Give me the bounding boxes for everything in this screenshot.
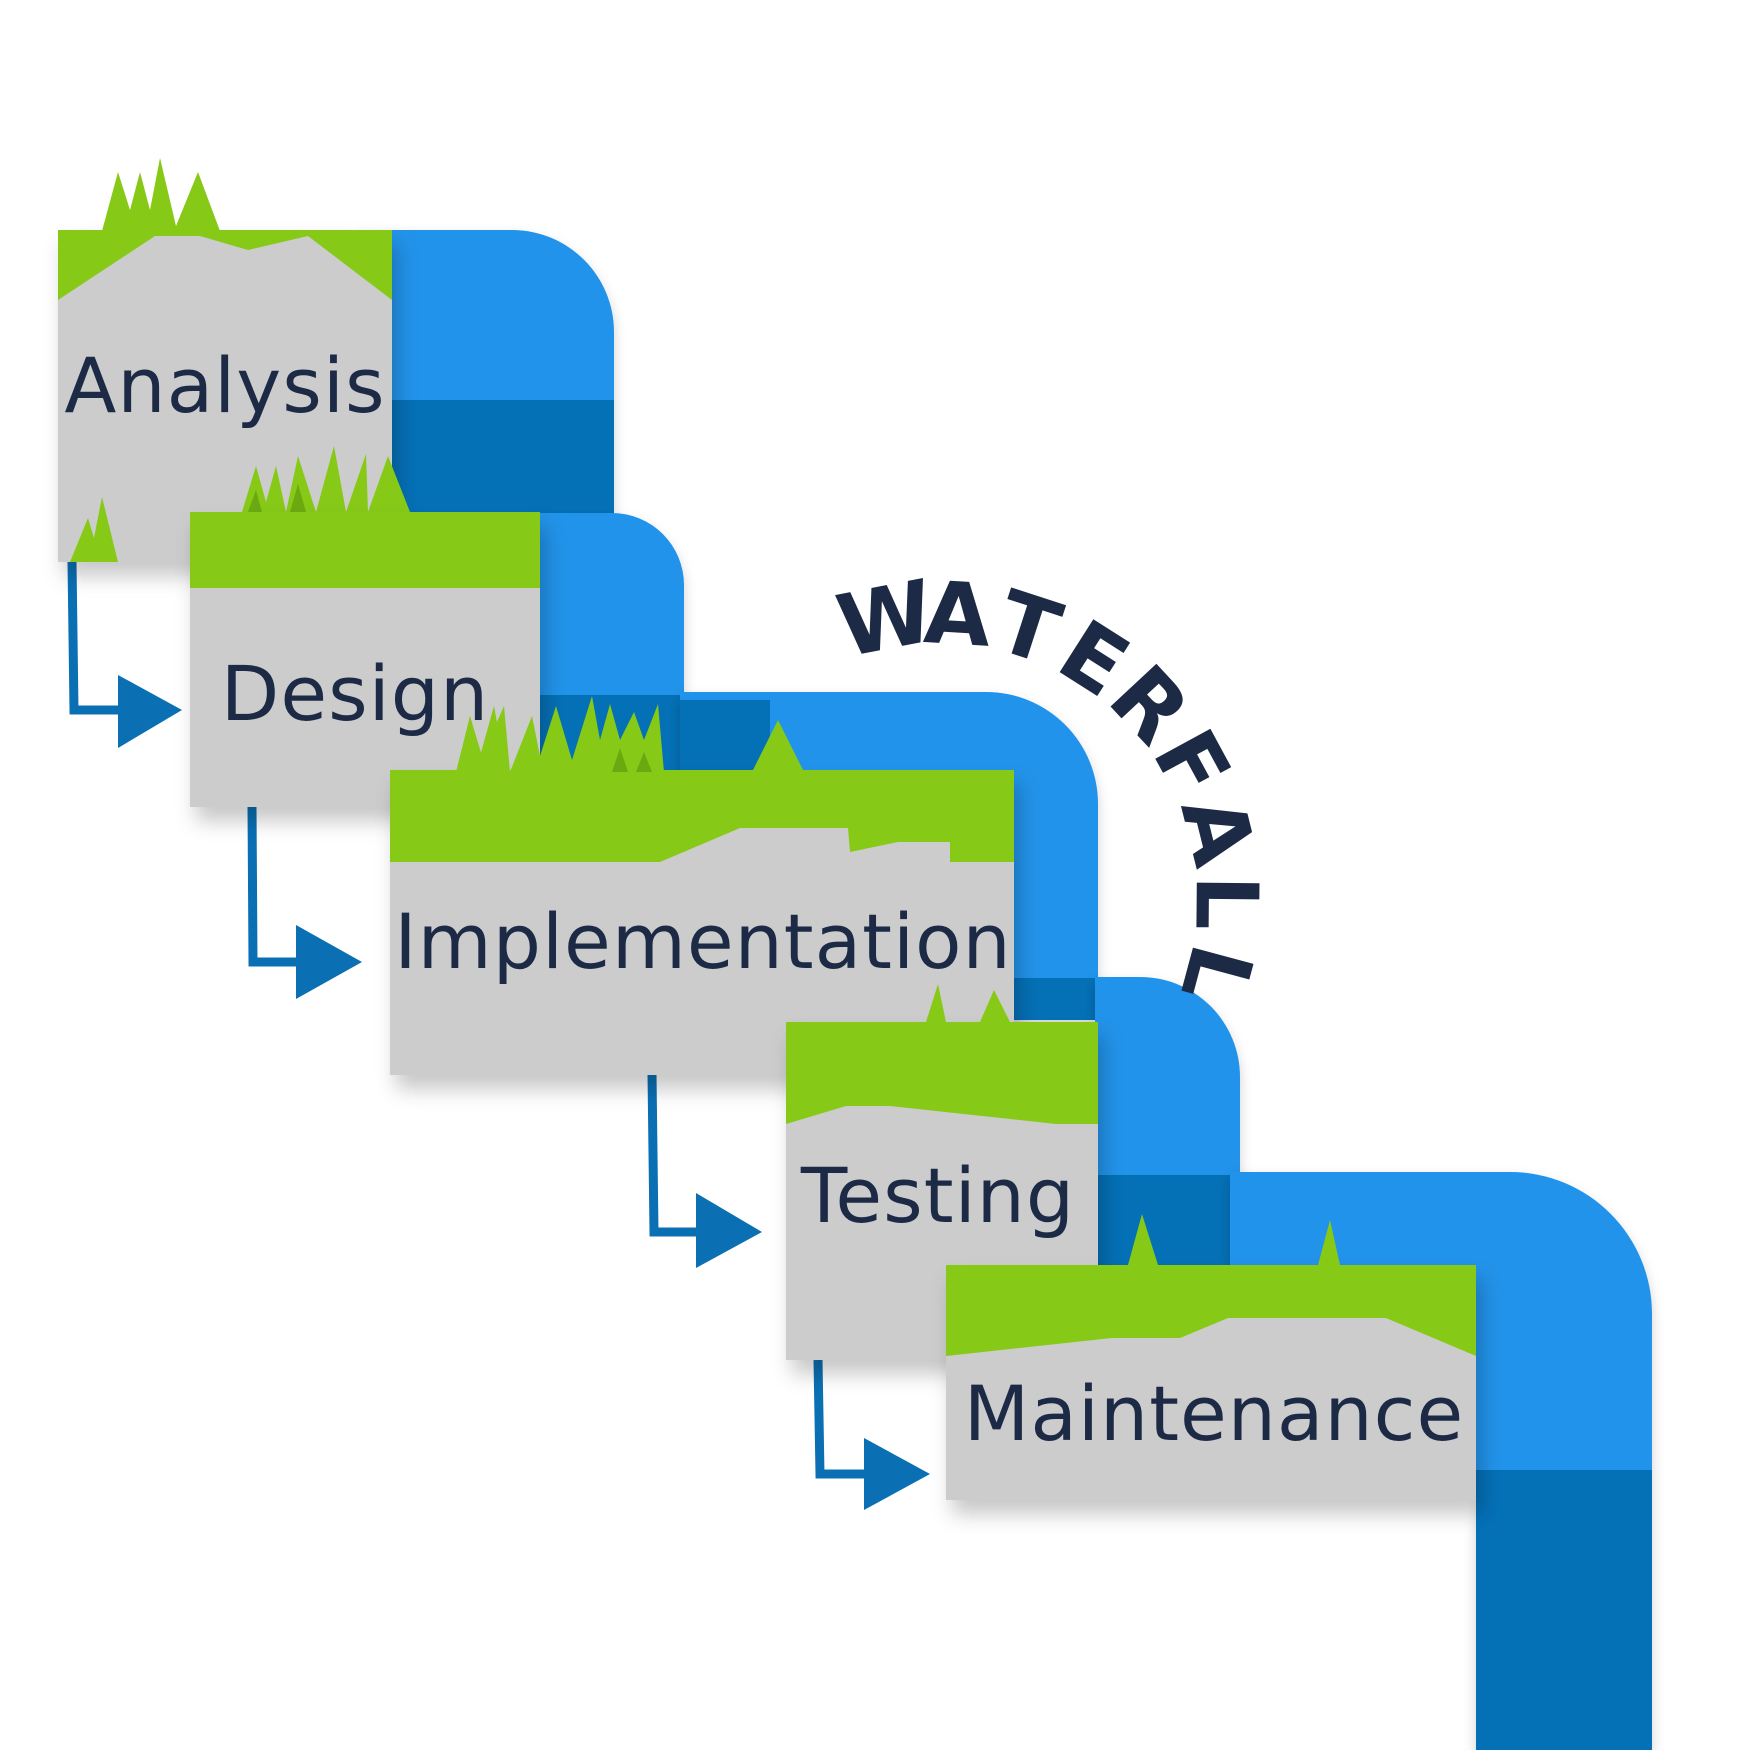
stage-implementation-grass-shade (612, 748, 652, 772)
stage-design-label: Design (221, 649, 489, 738)
stage-implementation: Implementation (390, 696, 1014, 1075)
water-pipe-3-shade (680, 700, 770, 772)
title-letter: A (921, 563, 994, 667)
arrow-implementation-to-testing (647, 1073, 762, 1268)
water-pipe-4-shade (1095, 1175, 1240, 1265)
stage-maintenance-grass-blades (1128, 1214, 1340, 1265)
title-letter: L (1175, 875, 1275, 931)
stage-analysis-grass-back-shade (248, 484, 306, 512)
arrow-design-to-implementation (247, 805, 362, 999)
stage-analysis-grass (58, 230, 392, 300)
stage-maintenance-grass (946, 1265, 1476, 1356)
stage-maintenance: Maintenance (946, 1214, 1476, 1500)
stage-testing-grass-blades (926, 984, 1010, 1022)
stage-analysis-grass-back (242, 446, 410, 512)
stage-arrows (67, 561, 930, 1510)
stage-analysis-grass-tuft (70, 497, 118, 562)
water-pipe-3-shade-lower (1010, 978, 1098, 1020)
stage-testing-grass (786, 1022, 1098, 1124)
stage-maintenance-label: Maintenance (964, 1369, 1464, 1458)
water-pipe-5-shade (1476, 1470, 1652, 1750)
stage-analysis-grass-blades (102, 158, 220, 231)
stage-design-grass (190, 512, 540, 588)
stage-implementation-grass-blades-right (752, 720, 804, 772)
stage-implementation-grass (390, 770, 1014, 862)
stage-analysis: Analysis (58, 158, 410, 562)
title-letter: W (829, 561, 941, 677)
stage-analysis-label: Analysis (64, 341, 385, 430)
arrow-testing-to-maintenance (813, 1359, 930, 1510)
arrow-analysis-to-design (67, 561, 182, 748)
stage-implementation-label: Implementation (394, 897, 1011, 986)
stage-testing-label: Testing (800, 1151, 1075, 1240)
stage-implementation-grass-blades (456, 696, 664, 772)
